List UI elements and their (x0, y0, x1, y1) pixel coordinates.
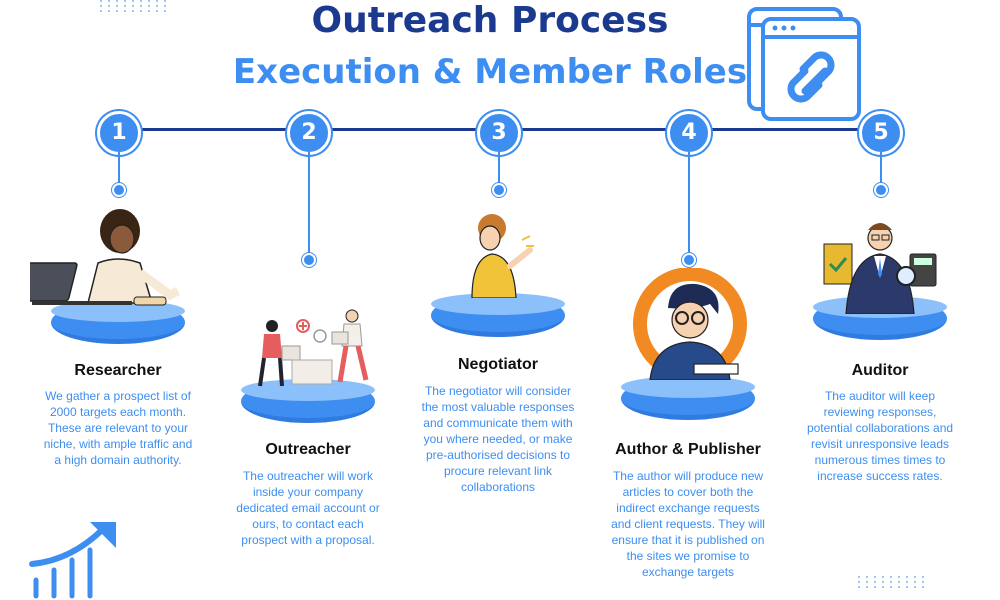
step-5-role: Auditor (851, 362, 909, 379)
step-1-number: 1 (97, 111, 141, 155)
title-line-2: Execution & Member Roles (232, 52, 748, 92)
step-4-pedestal-top (621, 376, 755, 398)
step-2-description: The outreacher will work inside your com… (236, 469, 380, 547)
growth-chart-icon (29, 522, 116, 599)
step-5-connector (880, 152, 882, 186)
step-4-description: The author will produce new articles to … (611, 469, 765, 579)
step-3-connector (498, 152, 500, 186)
author-illustration (633, 268, 747, 380)
step-4-role: Author & Publisher (615, 441, 761, 458)
step-1-connector (118, 152, 120, 186)
step-3-connector-dot (492, 183, 506, 197)
negotiator-illustration (471, 214, 534, 298)
step-5-connector-dot (874, 183, 888, 197)
auditor-illustration (823, 223, 937, 314)
outreacher-illustration (258, 309, 369, 387)
step-2-role: Outreacher (265, 441, 351, 458)
step-2-number: 2 (287, 111, 331, 155)
step-3-number: 3 (477, 111, 521, 155)
title-line-1: Outreach Process (311, 0, 669, 41)
step-3-pedestal-top (431, 293, 565, 315)
step-1-role: Researcher (74, 362, 162, 379)
dot-grid-top (100, 0, 169, 12)
step-1-description: We gather a prospect list of 2000 target… (43, 389, 193, 467)
step-2-connector-dot (302, 253, 316, 267)
step-5-description: The auditor will keep reviewing response… (806, 389, 954, 483)
researcher-illustration (30, 209, 181, 306)
step-4-connector (688, 152, 690, 255)
step-1-connector-dot (112, 183, 126, 197)
browser-link-icon (747, 7, 861, 121)
step-3-description: The negotiator will consider the most va… (421, 384, 575, 494)
step-5-number: 5 (859, 111, 903, 155)
step-4-number: 4 (667, 111, 711, 155)
step-2-connector (308, 152, 310, 255)
step-4-connector-dot (682, 253, 696, 267)
step-3-role: Negotiator (458, 356, 538, 373)
step-2-pedestal-top (241, 379, 375, 401)
dot-grid-bottom (858, 576, 927, 588)
